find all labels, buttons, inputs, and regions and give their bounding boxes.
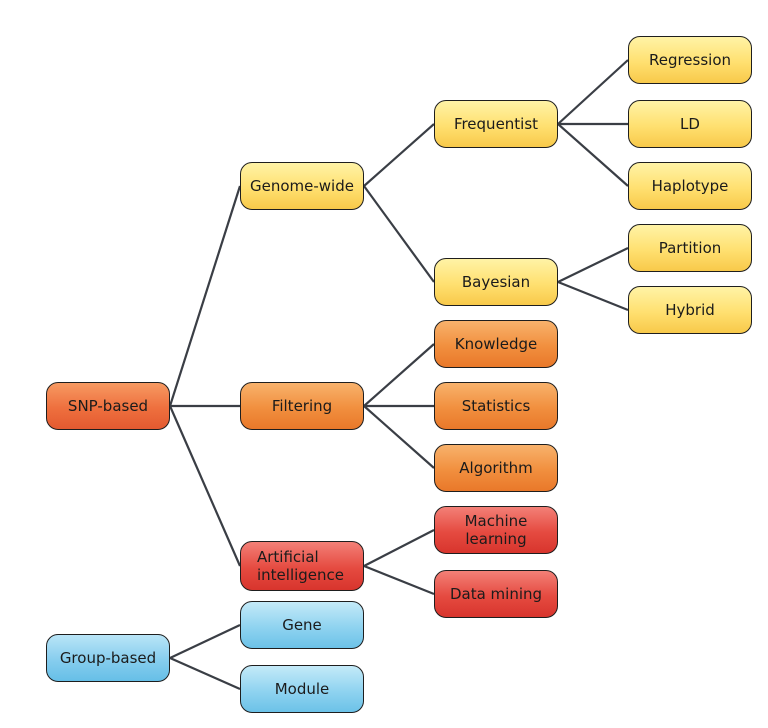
node-bayesian: Bayesian	[434, 258, 558, 306]
node-genome-wide: Genome-wide	[240, 162, 364, 210]
node-snp-based: SNP-based	[46, 382, 170, 430]
node-module: Module	[240, 665, 364, 713]
node-data-mining: Data mining	[434, 570, 558, 618]
node-statistics: Statistics	[434, 382, 558, 430]
node-algorithm: Algorithm	[434, 444, 558, 492]
edge-ai-data-mining	[363, 564, 435, 596]
edge-snp-genome-wide	[168, 185, 242, 407]
edge-bayesian-partition	[557, 247, 629, 283]
node-machine-learning: Machine learning	[434, 506, 558, 554]
node-artificial-intelligence: Artificial intelligence	[240, 541, 364, 591]
node-group-based: Group-based	[46, 634, 170, 682]
node-hybrid: Hybrid	[628, 286, 752, 334]
edge-filtering-algorithm	[363, 405, 435, 469]
node-regression: Regression	[628, 36, 752, 84]
edge-filtering-knowledge	[363, 343, 435, 407]
edge-genome-bayesian	[363, 185, 435, 283]
node-ld: LD	[628, 100, 752, 148]
node-frequentist: Frequentist	[434, 100, 558, 148]
edge-snp-ai	[168, 405, 242, 567]
edge-group-module	[169, 656, 241, 691]
node-gene: Gene	[240, 601, 364, 649]
node-knowledge: Knowledge	[434, 320, 558, 368]
edge-genome-frequentist	[363, 123, 435, 187]
node-filtering: Filtering	[240, 382, 364, 430]
node-partition: Partition	[628, 224, 752, 272]
edge-bayesian-hybrid	[557, 280, 629, 312]
edge-frequentist-haplotype	[557, 123, 629, 187]
edge-ai-machine-learning	[363, 529, 435, 567]
edge-group-gene	[169, 624, 241, 659]
edge-frequentist-regression	[557, 59, 629, 125]
node-haplotype: Haplotype	[628, 162, 752, 210]
